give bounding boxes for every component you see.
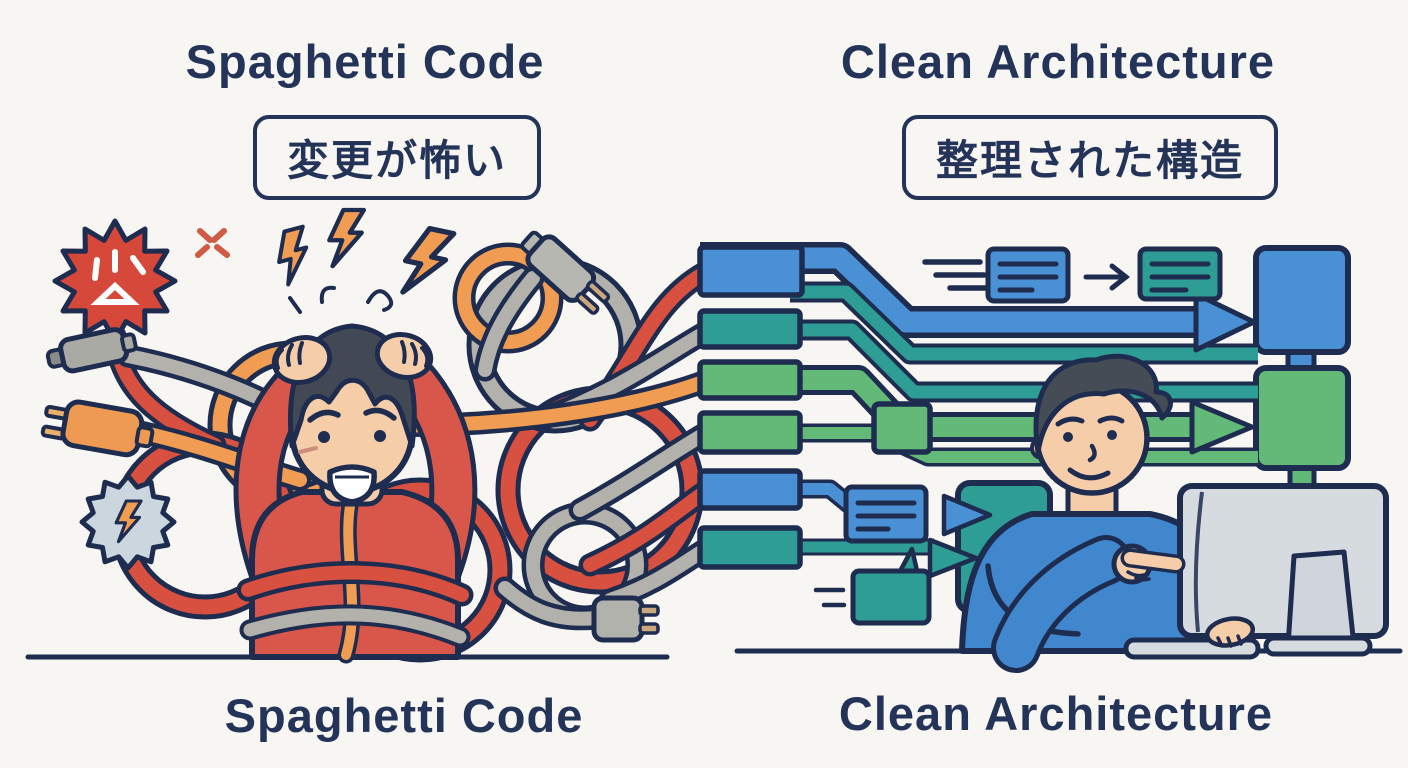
flow-arrow-icon bbox=[941, 493, 993, 537]
spark-cross-icon bbox=[195, 228, 230, 258]
flow-arrow-icon bbox=[1189, 399, 1255, 455]
document-card-icon bbox=[843, 484, 929, 544]
left-badge: 変更が怖い bbox=[252, 115, 542, 200]
power-plug-icon bbox=[45, 327, 138, 374]
angry-burst-icon bbox=[52, 218, 178, 344]
hair-squiggles bbox=[288, 285, 394, 314]
clean-architecture-scene bbox=[697, 242, 1403, 673]
monitor-base bbox=[1263, 635, 1373, 657]
speed-lines-icon bbox=[813, 587, 847, 608]
component-stack-icon bbox=[1253, 365, 1351, 471]
spaghetti-scene bbox=[25, 210, 718, 664]
right-caption: Clean Architecture bbox=[838, 687, 1274, 740]
overload-gear-icon bbox=[79, 473, 177, 571]
hand bbox=[271, 335, 333, 385]
pointing-hand bbox=[991, 535, 1186, 673]
speed-lines-icon bbox=[922, 259, 989, 291]
module-block-icon bbox=[697, 525, 803, 570]
smiling-face bbox=[1055, 415, 1125, 481]
monitor-stand bbox=[1285, 549, 1357, 649]
document-card-icon bbox=[1137, 246, 1223, 302]
module-block-icon bbox=[697, 410, 803, 455]
document-card-icon bbox=[985, 246, 1071, 304]
power-plug-icon bbox=[40, 399, 155, 458]
speech-bubble-icon bbox=[850, 546, 932, 626]
power-plug-icon bbox=[520, 230, 611, 315]
module-blocks bbox=[697, 244, 933, 570]
module-block-icon bbox=[697, 468, 803, 511]
lightning-bolt-icon bbox=[269, 210, 454, 300]
left-title: Spaghetti Code bbox=[185, 35, 545, 88]
module-block-icon bbox=[697, 359, 803, 401]
left-caption: Spaghetti Code bbox=[224, 689, 584, 742]
module-block-icon bbox=[697, 244, 805, 298]
component-stack-icon bbox=[1253, 245, 1351, 355]
typing-hand bbox=[1204, 616, 1256, 648]
module-block-icon bbox=[871, 401, 933, 455]
worried-face bbox=[298, 407, 397, 505]
right-badge: 整理された構造 bbox=[901, 115, 1279, 200]
flow-arrow-icon bbox=[1193, 291, 1257, 353]
power-plug-icon bbox=[591, 595, 660, 643]
right-title: Clean Architecture bbox=[840, 35, 1276, 88]
tangled-wire-icon bbox=[103, 242, 718, 663]
flow-arrow-icon bbox=[1083, 263, 1131, 291]
hand bbox=[374, 332, 434, 380]
neat-hair bbox=[1033, 353, 1173, 455]
module-block-icon bbox=[697, 308, 803, 350]
flow-arrow-icon bbox=[927, 537, 979, 579]
tangled-wire-icon bbox=[236, 561, 474, 648]
